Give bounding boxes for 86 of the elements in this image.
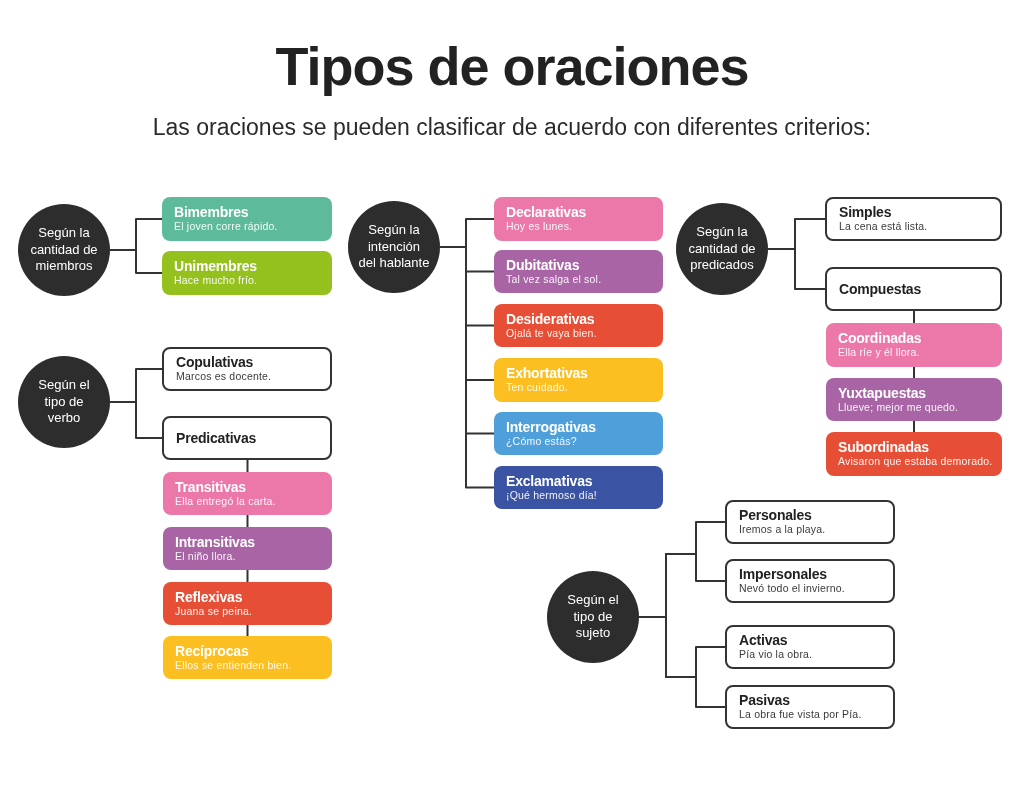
category-box	[162, 416, 332, 460]
example-sentence: ¡Qué hermoso día!	[506, 489, 597, 503]
category-box	[162, 197, 332, 241]
category-box	[162, 347, 332, 391]
type-heading: Subordinadas	[838, 439, 929, 456]
example-sentence: Ella ríe y él llora.	[838, 346, 920, 360]
connector-line	[439, 246, 495, 489]
connector-line	[913, 366, 915, 379]
criterion-label: Según la cantidad de miembros	[29, 224, 99, 276]
title: Tipos de oraciones	[275, 38, 749, 95]
category-box	[494, 304, 663, 347]
example-sentence: Ella entregó la carta.	[175, 495, 276, 509]
example-sentence: El joven corre rápido.	[174, 220, 278, 234]
criterion-label: Según la cantidad de predicados	[687, 223, 757, 275]
category-box	[494, 412, 663, 455]
category-box	[163, 527, 332, 570]
connector-line	[109, 249, 163, 274]
connector-line	[109, 401, 163, 439]
example-sentence: La cena está lista.	[839, 220, 928, 234]
connector-line	[246, 624, 249, 637]
connector-line	[246, 514, 249, 528]
category-box	[725, 625, 895, 669]
type-heading: Interrogativas	[506, 418, 596, 435]
category-box	[825, 267, 1002, 311]
type-heading: Declarativas	[506, 204, 587, 221]
type-heading: Coordinadas	[838, 330, 922, 347]
example-sentence: Ellos se entienden bien.	[175, 659, 292, 673]
category-box	[163, 582, 332, 625]
example-sentence: Avisaron que estaba demorado.	[838, 455, 993, 469]
type-heading: Reflexivas	[175, 588, 243, 605]
example-sentence: Hoy es lunes.	[506, 220, 573, 234]
example-sentence: Ojalá te vaya bien.	[506, 327, 597, 341]
example-sentence: Tal vez salga el sol.	[506, 273, 602, 287]
type-heading: Exclamativas	[506, 472, 593, 489]
category-box	[826, 323, 1002, 367]
example-sentence: Ten cuidado.	[506, 381, 568, 395]
type-heading: Intransitivas	[175, 533, 255, 550]
category-box	[494, 358, 663, 402]
category-box	[725, 685, 895, 729]
category-box	[725, 500, 895, 544]
type-heading: Activas	[739, 632, 788, 649]
type-heading: Impersonales	[739, 566, 827, 583]
connector-line	[767, 248, 826, 290]
category-box	[494, 250, 663, 293]
category-box	[826, 378, 1002, 421]
example-sentence: Juana se peina.	[175, 605, 253, 619]
category-box	[163, 636, 332, 679]
connector-line	[246, 459, 249, 473]
example-sentence: Iremos a la playa.	[739, 523, 826, 537]
example-sentence: Nevó todo el invierno.	[739, 582, 845, 596]
example-sentence: El niño llora.	[175, 550, 236, 564]
example-sentence: Pía vio la obra.	[739, 648, 813, 662]
type-heading: Desiderativas	[506, 310, 595, 327]
connector-line	[638, 616, 726, 708]
type-heading: Compuestas	[839, 280, 922, 298]
category-box	[825, 197, 1002, 241]
type-heading: Personales	[739, 507, 812, 524]
category-box	[725, 559, 895, 603]
type-heading: Transitivas	[175, 478, 246, 495]
type-heading: Dubitativas	[506, 256, 580, 273]
category-box	[494, 197, 663, 241]
example-sentence: Llueve; mejor me quedo.	[838, 401, 959, 415]
type-heading: Bimembres	[174, 204, 249, 221]
example-sentence: Hace mucho frío.	[174, 274, 258, 288]
type-heading: Recíprocas	[175, 642, 249, 659]
category-box	[494, 466, 663, 509]
example-sentence: La obra fue vista por Pía.	[739, 708, 862, 722]
type-heading: Copulativas	[176, 354, 254, 371]
example-sentence: Marcos es docente.	[176, 370, 272, 384]
connector-line	[246, 569, 249, 583]
type-heading: Simples	[839, 204, 892, 221]
connector-line	[913, 420, 915, 433]
connector-line	[913, 310, 915, 324]
type-heading: Exhortativas	[506, 365, 588, 382]
category-box	[163, 472, 332, 515]
category-box	[162, 251, 332, 295]
type-heading: Unimembres	[174, 258, 257, 275]
subtitle: Las oraciones se pueden clasificar de acuerdo con diferentes criterios:	[152, 114, 872, 142]
criterion-label: Según el tipo de sujeto	[566, 591, 620, 643]
criterion-label: Según el tipo de verbo	[37, 376, 91, 428]
example-sentence: ¿Cómo estás?	[506, 435, 577, 449]
type-heading: Yuxtapuestas	[838, 384, 926, 401]
category-box	[826, 432, 1002, 476]
type-heading: Predicativas	[176, 429, 257, 447]
type-heading: Pasivas	[739, 692, 790, 709]
criterion-label: Según la intención del hablante	[358, 221, 430, 273]
